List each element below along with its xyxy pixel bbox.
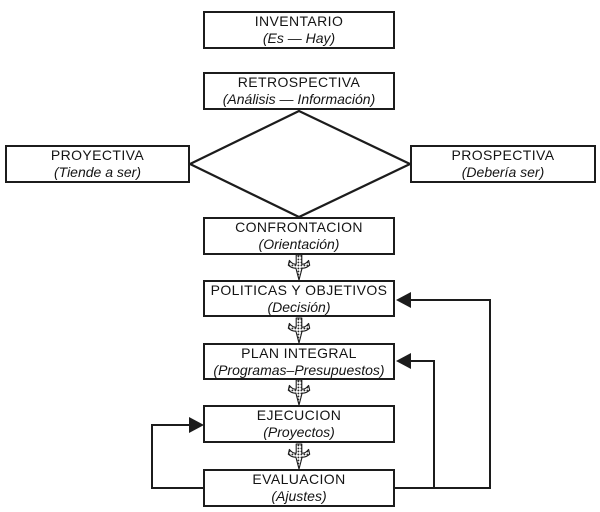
node-ejecucion: EJECUCION (Proyectos) — [203, 405, 395, 443]
node-subtitle: (Proyectos) — [263, 424, 335, 440]
node-evaluacion: EVALUACION (Ajustes) — [203, 469, 395, 507]
feedback-line-evaluacion-politicas — [395, 299, 491, 489]
node-subtitle: (Análisis — Información) — [222, 91, 376, 107]
node-title: PROYECTIVA — [50, 147, 145, 163]
node-proyectiva: PROYECTIVA (Tiende a ser) — [5, 145, 190, 183]
node-title: EVALUACION — [252, 471, 346, 487]
node-subtitle: (Ajustes) — [271, 488, 327, 504]
decision-diamond — [187, 109, 413, 219]
node-subtitle: (Es — Hay) — [262, 30, 336, 46]
node-confrontacion: CONFRONTACION (Orientación) — [203, 217, 395, 255]
node-title: POLITICAS Y OBJETIVOS — [210, 281, 388, 298]
node-subtitle: (Tiende a ser) — [53, 164, 142, 180]
flow-arrow-icon-politicas-plan — [287, 317, 311, 344]
node-inventario: INVENTARIO (Es — Hay) — [203, 11, 395, 49]
node-title: INVENTARIO — [254, 13, 344, 29]
node-title: PROSPECTIVA — [451, 147, 555, 163]
flow-arrow-icon-confrontacion-politicas — [287, 254, 311, 281]
feedback-line-evaluacion-ejecucion — [151, 424, 203, 489]
arrowhead-into-politicas — [396, 292, 411, 308]
node-title: CONFRONTACION — [235, 219, 363, 235]
node-subtitle: (Debería ser) — [461, 164, 545, 180]
node-title: RETROSPECTIVA — [237, 74, 361, 90]
node-subtitle: (Decisión) — [267, 298, 331, 315]
feedback-line-evaluacion-plan — [406, 360, 435, 487]
node-title: PLAN INTEGRAL — [241, 344, 357, 361]
flow-arrow-icon-plan-ejecucion — [287, 379, 311, 406]
arrowhead-into-plan-integral — [396, 353, 411, 369]
node-title: EJECUCION — [256, 407, 342, 423]
arrowhead-into-ejecucion — [189, 417, 204, 433]
node-prospectiva: PROSPECTIVA (Debería ser) — [410, 145, 596, 183]
node-subtitle: (Programas–Presupuestos) — [213, 361, 385, 378]
node-retrospectiva: RETROSPECTIVA (Análisis — Información) — [203, 72, 395, 110]
node-subtitle: (Orientación) — [258, 236, 340, 252]
node-politicas-y-objetivos: POLITICAS Y OBJETIVOS (Decisión) — [203, 280, 395, 317]
flow-arrow-icon-ejecucion-evaluacion — [287, 443, 311, 470]
node-plan-integral: PLAN INTEGRAL (Programas–Presupuestos) — [203, 343, 395, 380]
